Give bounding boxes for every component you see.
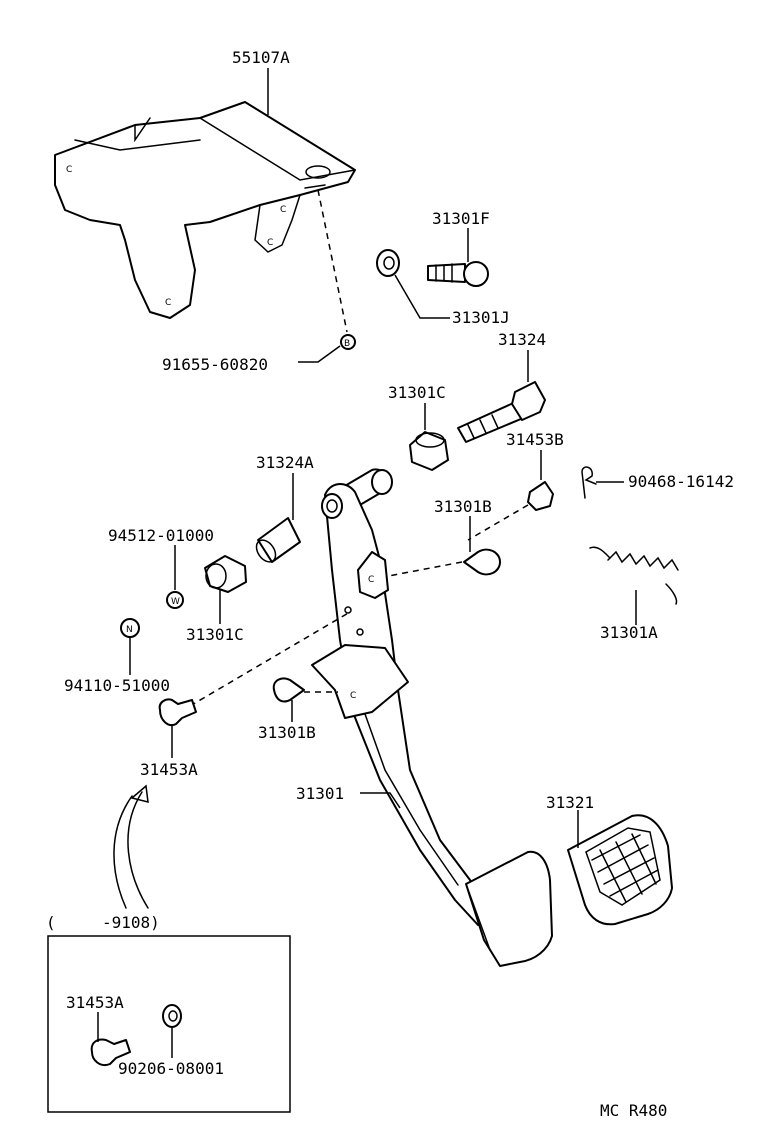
label-inset-90206-08001: 90206-08001 [118,1059,224,1078]
spring-31301a [589,546,679,605]
cushion-31453a [158,698,197,726]
stopper-31301b-bottom [272,677,305,703]
label-31301b-bottom: 31301B [258,723,316,742]
washer-31301j [376,249,400,277]
inset-title-range: -9108) [102,913,160,932]
label-31324: 31324 [498,330,546,349]
inset-box: ( -9108) 31453A 90206-08001 [46,913,291,1113]
label-94512-01000: 94512-01000 [108,526,214,545]
nut-94110: N [120,618,140,638]
washer-94512: W [166,591,184,609]
footer-code: MC R480 [600,1101,667,1120]
washer-mark: W [171,597,180,607]
pedal-pad-31321 [567,814,673,926]
bolt-mark: B [344,339,350,349]
collar-31324a [255,517,301,563]
pedal-bracket: C C C C [54,101,356,319]
label-31301j: 31301J [452,308,510,327]
bolt-31324 [457,381,546,443]
stopper-31301b-top [463,548,501,576]
clip-mark: C [267,238,273,248]
clip-mark: C [280,205,286,215]
label-inset-31453a: 31453A [66,993,124,1012]
label-94110-51000: 94110-51000 [64,676,170,695]
label-90468-16142: 90468-16142 [628,472,734,491]
cap-31453b [527,481,554,511]
clip-mark: C [350,691,356,701]
bushing-31301c-top [409,431,449,471]
nut-mark: N [126,625,133,635]
label-31301a: 31301A [600,623,658,642]
pedal-arm-31301: C C [311,468,553,967]
inset-title-open: ( [46,913,56,932]
label-31301: 31301 [296,784,344,803]
label-31301f: 31301F [432,209,490,228]
label-31453b: 31453B [506,430,564,449]
clip-90468 [581,466,597,499]
clip-mark: C [368,575,374,585]
label-31301c-top: 31301C [388,383,446,402]
bushing-31301c-bottom [204,555,247,593]
clip-mark: C [66,165,72,175]
clip-mark: C [165,298,171,308]
label-31321: 31321 [546,793,594,812]
label-31301b-top: 31301B [434,497,492,516]
pin-31301f [427,261,489,287]
label-31324a: 31324A [256,453,314,472]
label-91655-60820: 91655-60820 [162,355,268,374]
label-31301c-bottom: 31301C [186,625,244,644]
label-55107a: 55107A [232,48,290,67]
label-31453a: 31453A [140,760,198,779]
bolt-91655: B [340,334,356,350]
